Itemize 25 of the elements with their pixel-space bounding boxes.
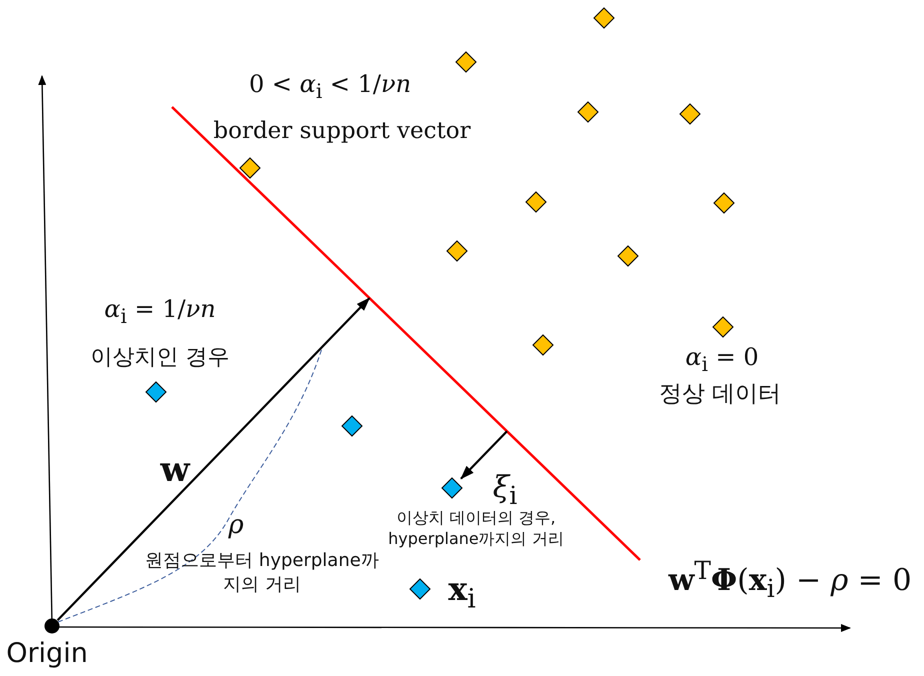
edge-label: ξ$_{i}$ [492,470,518,510]
formula-label: α$_{i}$ = 1/νn [104,295,216,328]
arrow [460,430,508,480]
annotation-text: 원점으로부터 hyperplane까지의 거리 [144,549,380,596]
annotation-text: 정상 데이터 [658,380,782,409]
data-point-diamond [593,7,615,29]
arrow [56,297,370,622]
formula-label: 0 < α$_{i}$ < 1/νn [248,70,412,103]
formula-label: ρ [228,510,244,540]
data-point-diamond [713,192,735,214]
point-label: x$_{i}$ [448,570,476,614]
data-point-diamond [455,51,477,73]
origin-label: Origin [6,638,88,669]
data-point-diamond [409,578,431,600]
formula-label: α$_{i}$ = 0 [685,343,759,376]
data-point-diamond [145,381,167,403]
data-point-diamond [679,103,701,125]
edge-label: w [160,450,190,490]
annotation-text: border support vector [213,118,471,144]
annotation-text: 이상치 데이터의 경우, hyperplane까지의 거리 [387,508,565,550]
origin-dot [44,618,60,634]
data-point-diamond [577,101,599,123]
data-point-diamond [712,316,734,338]
annotation-text: 이상치인 경우 [90,344,230,372]
hyperplane-equation: w$^{T}$Φ(x$_{i}$) − ρ = 0 [668,556,912,603]
